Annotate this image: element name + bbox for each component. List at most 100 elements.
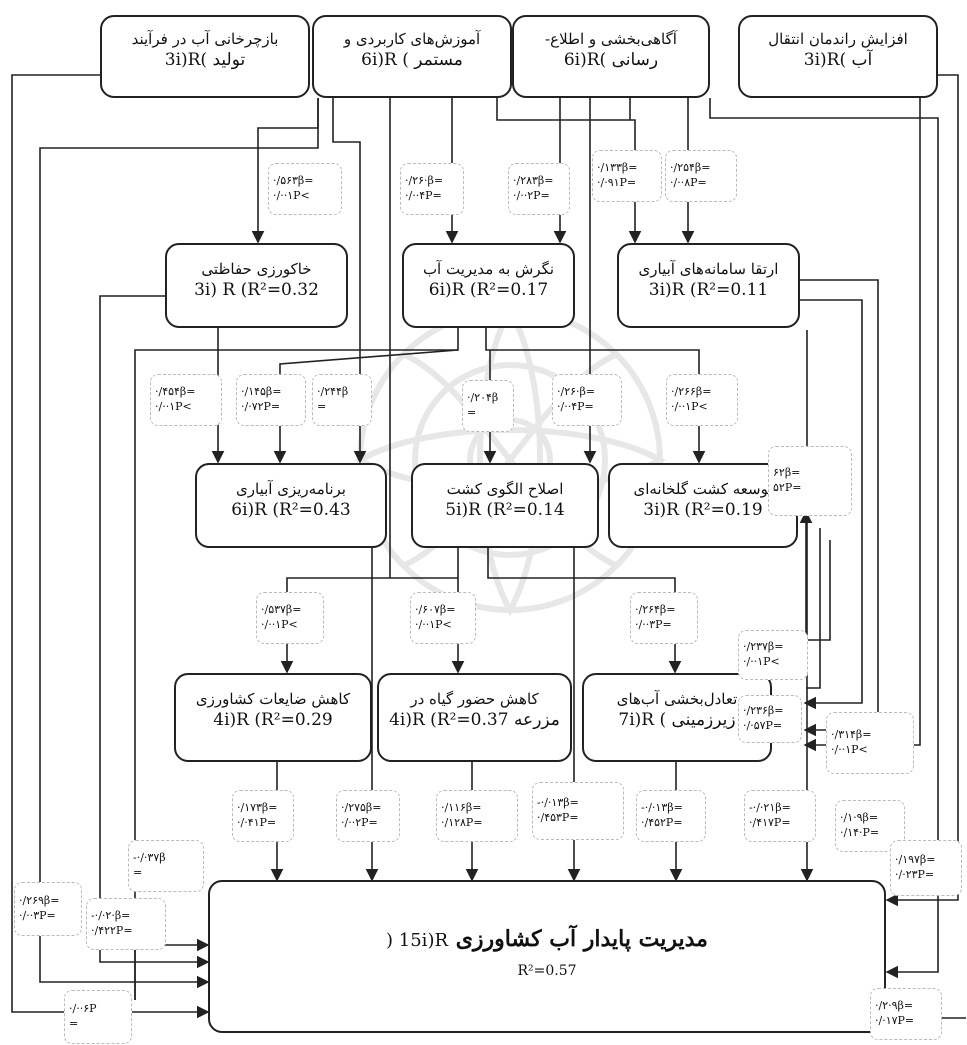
final-outcome-label: مدیریت پایدار آب کشاورزی	[455, 926, 708, 952]
p-value: ·/··۳P=	[19, 909, 56, 922]
beta-value: ·/۲۶۴β=	[635, 603, 676, 616]
beta-value: ·/۲۴۴β	[317, 385, 349, 398]
beta-value: -·/·۳۷β	[133, 851, 166, 864]
p-value: ·/۴۱۷P=	[749, 816, 791, 829]
beta-value: ·/۵۶۳β=	[273, 174, 314, 187]
p-value: ·/··۱P<	[273, 189, 310, 202]
path-coefficient-label: ·/۲۶۶β= ·/··۱P<	[666, 374, 738, 426]
path-coefficient-label: -·/·۲·β= ·/۴۲۲P=	[86, 898, 166, 950]
path-coefficient-label: ·/۱۷۳β= ·/·۴۱P=	[232, 790, 294, 842]
p-value: ·/·۲۳P=	[895, 868, 935, 881]
efficiency-box: افزایش راندمان انتقال 3i)R( آب	[738, 15, 938, 98]
final-outcome-title: مدیریت پایدار آب کشاورزی 15i)R (	[210, 924, 884, 956]
path-coefficient-label: ·/۲۴۴β =	[312, 374, 372, 426]
path-coefficient-label: ۶۲β=۵۲P=	[768, 446, 852, 516]
beta-value: ·/۲۷۵β=	[341, 801, 382, 814]
p-value: ·/·۵۷P=	[743, 719, 783, 732]
p-value: ·/··۱P<	[155, 400, 192, 413]
weed-reduction-title: کاهش حضور گیاه در	[410, 690, 539, 708]
p-value: ·/··۲P=	[341, 816, 378, 829]
p-value: ·/··۲P=	[513, 189, 550, 202]
path-coefficient-label: ·/۱۱۶β= ·/۱۲۸P=	[436, 790, 518, 842]
recycling-title: بازچرخانی آب در فرآیند	[131, 30, 279, 48]
conservation-code: 3i) R (R²=0.32	[194, 280, 319, 300]
beta-value: ·/۱۴۵β=	[241, 385, 282, 398]
p-value: ·/۱۴·P=	[840, 826, 880, 839]
path-coefficient-label: ·/۴۵۴β= ·/··۱P<	[150, 374, 222, 426]
p-value: =	[133, 866, 143, 879]
loss-reduction-title: کاهش ضایعات کشاورزی	[195, 690, 351, 708]
conservation-box: خاکورزی حفاظتی 3i) R (R²=0.32	[165, 243, 348, 328]
beta-value: ·/۲۳۷β=	[743, 640, 784, 653]
p-value: ۵۲P=	[773, 481, 802, 494]
path-coefficient-label: ·/۲۳۶β=·/·۵۷P=	[738, 695, 802, 743]
path-coefficient-label: ·/۲۶·β=·/··۴P=	[552, 374, 622, 426]
groundwater-code: 7i)R ( زیرزمینی	[618, 710, 736, 730]
beta-value: ·/۴۵۴β=	[155, 385, 196, 398]
p-value: ·/·۴۱P=	[237, 816, 277, 829]
beta-value: ·/۱۷۳β=	[237, 801, 278, 814]
path-coefficient-label: ·/۲۰۴β=	[462, 380, 514, 432]
p-value: ·/۱۲۸P=	[441, 816, 483, 829]
p-value: ·/۴۵۲P=	[641, 816, 683, 829]
cropping-pattern-code: 5i)R (R²=0.14	[445, 500, 565, 520]
training-box: آموزش‌های کاربردی و 6i)R ( مستمر	[312, 15, 512, 98]
irrigation-planning-box: برنامه‌ریزی آبیاری 6i)R (R²=0.43	[195, 463, 387, 548]
greenhouse-title: توسعه کشت گلخانه‌ای	[633, 480, 773, 498]
path-coefficient-label: ·/۶۰۷β= ·/··۱P<	[410, 592, 476, 644]
beta-value: ·/۲۸۳β=	[513, 174, 554, 187]
weed-reduction-box: کاهش حضور گیاه در 4i)R (R²=0.37 مزرعه	[377, 673, 572, 762]
p-value: ·/··۳P=	[635, 618, 672, 631]
p-value: =	[69, 1017, 79, 1030]
path-coefficient-label: ·/··۶P =	[64, 990, 132, 1044]
final-outcome-r2: R²=0.57	[517, 963, 577, 979]
attitude-code: 6i)R (R²=0.17	[428, 280, 549, 300]
training-title: آموزش‌های کاربردی و	[343, 30, 481, 48]
irrigation-planning-code: 6i)R (R²=0.43	[231, 500, 351, 520]
irrigation-systems-title: ارتقا سامانه‌های آبیاری	[638, 260, 779, 278]
groundwater-title: تعادل‌بخشی آب‌های	[616, 690, 738, 708]
beta-value: -·/·۲·β=	[91, 909, 131, 922]
beta-value: ·/۵۳۷β=	[261, 603, 302, 616]
path-coefficient-label: ·/۲·۹β=·/·۱۷P=	[870, 988, 942, 1040]
beta-value: ·/۱۱۶β=	[441, 801, 482, 814]
efficiency-code: 3i)R( آب	[803, 50, 873, 70]
p-value: =	[317, 400, 327, 413]
p-value: ·/··۱P<	[671, 400, 708, 413]
beta-value: ·/۲۵۴β=	[670, 161, 711, 174]
beta-value: ·/۱۳۳β=	[597, 161, 638, 174]
path-coefficient-label: ·/۱·۹β= ·/۱۴·P=	[835, 800, 905, 852]
p-value: ·/·۱۷P=	[875, 1014, 915, 1027]
path-coefficient-label: -·/·۱۳β=·/۴۵۳P=	[532, 782, 624, 840]
irrigation-planning-title: برنامه‌ریزی آبیاری	[236, 480, 346, 498]
path-coefficient-label: ·/۲۵۴β= ·/··۸P=	[665, 150, 737, 202]
p-value: ·/·۷۲P=	[241, 400, 281, 413]
beta-value: ·/۱·۹β=	[840, 811, 879, 824]
beta-value: ·/··۶P	[69, 1002, 97, 1015]
path-coefficient-label: ·/۱۳۳β= ·/·۹۱P=	[592, 150, 662, 202]
efficiency-title: افزایش راندمان انتقال	[768, 30, 908, 48]
path-coefficient-label: ·/۱۹۷β=·/·۲۳P=	[890, 840, 962, 896]
p-value: ·/··۸P=	[670, 176, 707, 189]
path-coefficient-label: -·/·۱۳β=·/۴۵۲P=	[636, 790, 706, 842]
beta-value: ·/۶۰۷β=	[415, 603, 456, 616]
greenhouse-box: توسعه کشت گلخانه‌ای 3i)R (R²=0.19	[608, 463, 798, 548]
p-value: ·/۴۲۲P=	[91, 924, 133, 937]
awareness-code: 6i)R( رسانی	[563, 50, 659, 70]
path-coefficient-label: ·/۲۶·β=·/··۴P=	[400, 163, 464, 215]
final-outcome-box: مدیریت پایدار آب کشاورزی 15i)R ( R²=0.57	[208, 880, 886, 1033]
beta-value: ·/۲۶·β=	[557, 385, 596, 398]
path-coefficient-label: ·/۵۶۳β= ·/··۱P<	[268, 163, 342, 215]
path-coefficient-label: -·/·۳۷β =	[128, 840, 204, 892]
cropping-pattern-title: اصلاح الگوی کشت	[446, 480, 564, 498]
beta-value: ·/۲۶۶β=	[671, 385, 712, 398]
loss-reduction-code: 4i)R (R²=0.29	[213, 710, 333, 730]
p-value: ·/··۱P<	[415, 618, 452, 631]
path-coefficient-label: ·/۱۴۵β= ·/·۷۲P=	[236, 374, 306, 426]
weed-reduction-code: 4i)R (R²=0.37 مزرعه	[389, 710, 560, 730]
beta-value: -·/·۲۱β=	[749, 801, 791, 814]
p-value: ·/··۴P=	[405, 189, 442, 202]
path-coefficient-label: ·/۲۷۵β= ·/··۲P=	[336, 790, 400, 842]
path-coefficient-label: ·/۲۶۹β=·/··۳P=	[14, 882, 82, 936]
p-value: ·/·۹۱P=	[597, 176, 637, 189]
